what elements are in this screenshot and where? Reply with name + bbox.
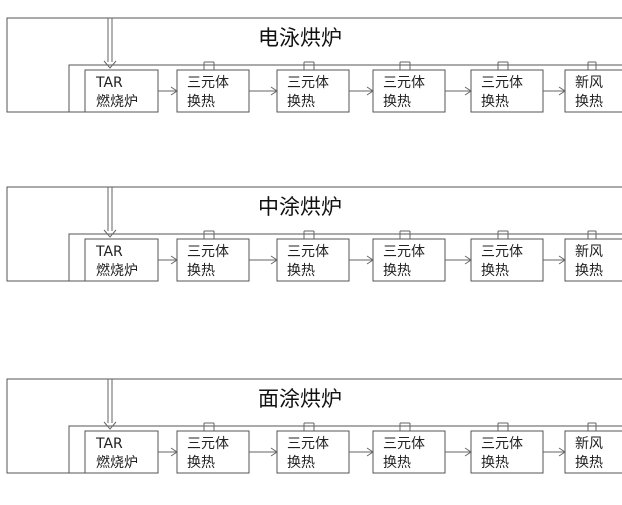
unit-label-line2: 换热 bbox=[481, 262, 509, 279]
flow-arrow bbox=[464, 86, 472, 96]
unit-label-line1: 三元体 bbox=[383, 436, 425, 452]
flow-arrow bbox=[170, 86, 178, 96]
flow-arrow bbox=[464, 255, 472, 265]
unit-label-line1: 三元体 bbox=[383, 244, 425, 260]
unit-box bbox=[84, 69, 159, 113]
flow-arrow bbox=[270, 86, 278, 96]
unit-label-line1: 三元体 bbox=[383, 75, 425, 91]
unit-label-line1: TAR bbox=[95, 244, 123, 260]
flow-arrow bbox=[558, 447, 566, 457]
unit-label-line2: 换热 bbox=[575, 454, 603, 471]
flow-arrow bbox=[558, 255, 566, 265]
unit-box bbox=[564, 430, 622, 474]
unit-label-line2: 换热 bbox=[287, 262, 315, 279]
unit-label-line1: 三元体 bbox=[287, 75, 329, 91]
unit-label-line2: 换热 bbox=[383, 454, 411, 471]
unit-box bbox=[372, 430, 446, 474]
unit-label-line1: 三元体 bbox=[187, 244, 229, 260]
flow-arrow bbox=[464, 447, 472, 457]
unit-label-line2: 换热 bbox=[383, 262, 411, 279]
unit-box bbox=[84, 430, 159, 474]
unit-box bbox=[564, 238, 622, 282]
unit-label-line2: 换热 bbox=[481, 93, 509, 110]
unit-label-line1: 三元体 bbox=[481, 244, 523, 260]
unit-label-line1: 三元体 bbox=[187, 75, 229, 91]
unit-label-line2: 换热 bbox=[187, 93, 215, 110]
unit-label-line2: 换热 bbox=[287, 454, 315, 471]
unit-label-line2: 换热 bbox=[383, 93, 411, 110]
oven-frame bbox=[6, 378, 622, 474]
unit-label-line1: 三元体 bbox=[481, 75, 523, 91]
unit-label-line1: 新风 bbox=[575, 436, 603, 452]
unit-box bbox=[276, 238, 350, 282]
unit-label-line2: 换热 bbox=[575, 93, 603, 110]
unit-box bbox=[470, 238, 544, 282]
unit-label-line2: 换热 bbox=[187, 454, 215, 471]
unit-label-line1: 新风 bbox=[575, 244, 603, 260]
unit-label-line1: 三元体 bbox=[287, 436, 329, 452]
flow-arrow bbox=[558, 86, 566, 96]
unit-label-line2: 换热 bbox=[575, 262, 603, 279]
flow-arrow bbox=[270, 447, 278, 457]
flow-arrow bbox=[366, 447, 374, 457]
supply-duct-arrow bbox=[103, 229, 117, 238]
oven-frame bbox=[6, 186, 622, 282]
oven-title: 中涂烘炉 bbox=[258, 195, 342, 219]
unit-label-line1: 新风 bbox=[575, 75, 603, 91]
unit-label-line1: TAR bbox=[95, 75, 123, 91]
unit-box bbox=[276, 430, 350, 474]
unit-label-line1: 三元体 bbox=[187, 436, 229, 452]
oven-frame bbox=[6, 17, 622, 113]
unit-label-line2: 燃烧炉 bbox=[96, 93, 138, 110]
supply-duct-arrow bbox=[103, 421, 117, 430]
flow-arrow bbox=[170, 255, 178, 265]
oven-title: 面涂烘炉 bbox=[258, 387, 342, 411]
unit-box bbox=[470, 430, 544, 474]
flow-arrow bbox=[366, 86, 374, 96]
flow-arrow bbox=[170, 447, 178, 457]
unit-box bbox=[176, 430, 250, 474]
unit-box bbox=[372, 69, 446, 113]
unit-label-line1: 三元体 bbox=[287, 244, 329, 260]
unit-box bbox=[372, 238, 446, 282]
unit-label-line1: TAR bbox=[95, 436, 123, 452]
flow-arrow bbox=[270, 255, 278, 265]
unit-label-line1: 三元体 bbox=[481, 436, 523, 452]
supply-duct-arrow bbox=[103, 60, 117, 69]
flow-arrow bbox=[366, 255, 374, 265]
oven-title: 电泳烘炉 bbox=[258, 26, 342, 50]
unit-label-line2: 燃烧炉 bbox=[96, 262, 138, 279]
unit-label-line2: 换热 bbox=[187, 262, 215, 279]
unit-label-line2: 换热 bbox=[481, 454, 509, 471]
unit-label-line2: 燃烧炉 bbox=[96, 454, 138, 471]
unit-box bbox=[564, 69, 622, 113]
unit-label-line2: 换热 bbox=[287, 93, 315, 110]
